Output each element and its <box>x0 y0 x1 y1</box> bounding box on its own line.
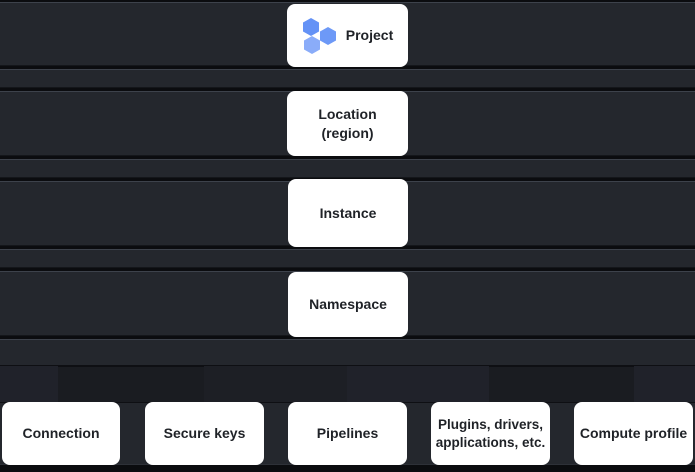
secure-keys-node: Secure keys <box>145 402 264 465</box>
namespace-node: Namespace <box>288 272 408 337</box>
project-hexagons-svg <box>302 17 336 54</box>
plugins-node: Plugins, drivers, applications, etc. <box>431 402 550 465</box>
project-hexagons-icon <box>302 16 337 56</box>
instance-node: Instance <box>288 179 408 247</box>
group-shade <box>58 366 204 402</box>
pipelines-node: Pipelines <box>288 402 407 465</box>
group-shade <box>204 366 347 402</box>
project-node: Project <box>287 4 408 67</box>
connection-label: Connection <box>22 425 100 442</box>
hexagon-top-left <box>302 17 319 36</box>
secure-keys-label: Secure keys <box>163 425 246 442</box>
spacer-band-4 <box>0 339 695 366</box>
spacer-band-1 <box>0 69 695 88</box>
spacer-band-3 <box>0 249 695 268</box>
plugins-label: Plugins, drivers, applications, etc. <box>435 416 546 450</box>
pipelines-label: Pipelines <box>316 425 379 442</box>
spacer-band-2 <box>0 159 695 178</box>
connection-node: Connection <box>2 402 120 465</box>
instance-label: Instance <box>319 204 377 221</box>
hexagon-bottom-left <box>303 35 320 54</box>
group-shade <box>489 366 634 402</box>
location-label: Location (region) <box>318 106 377 141</box>
leaf-group-shading-region <box>0 366 695 402</box>
namespace-label: Namespace <box>309 296 387 313</box>
location-node: Location (region) <box>287 91 408 156</box>
hexagon-right <box>319 26 336 45</box>
project-label: Project <box>345 27 394 44</box>
compute-profile-node: Compute profile <box>574 402 693 465</box>
compute-profile-label: Compute profile <box>579 425 688 442</box>
